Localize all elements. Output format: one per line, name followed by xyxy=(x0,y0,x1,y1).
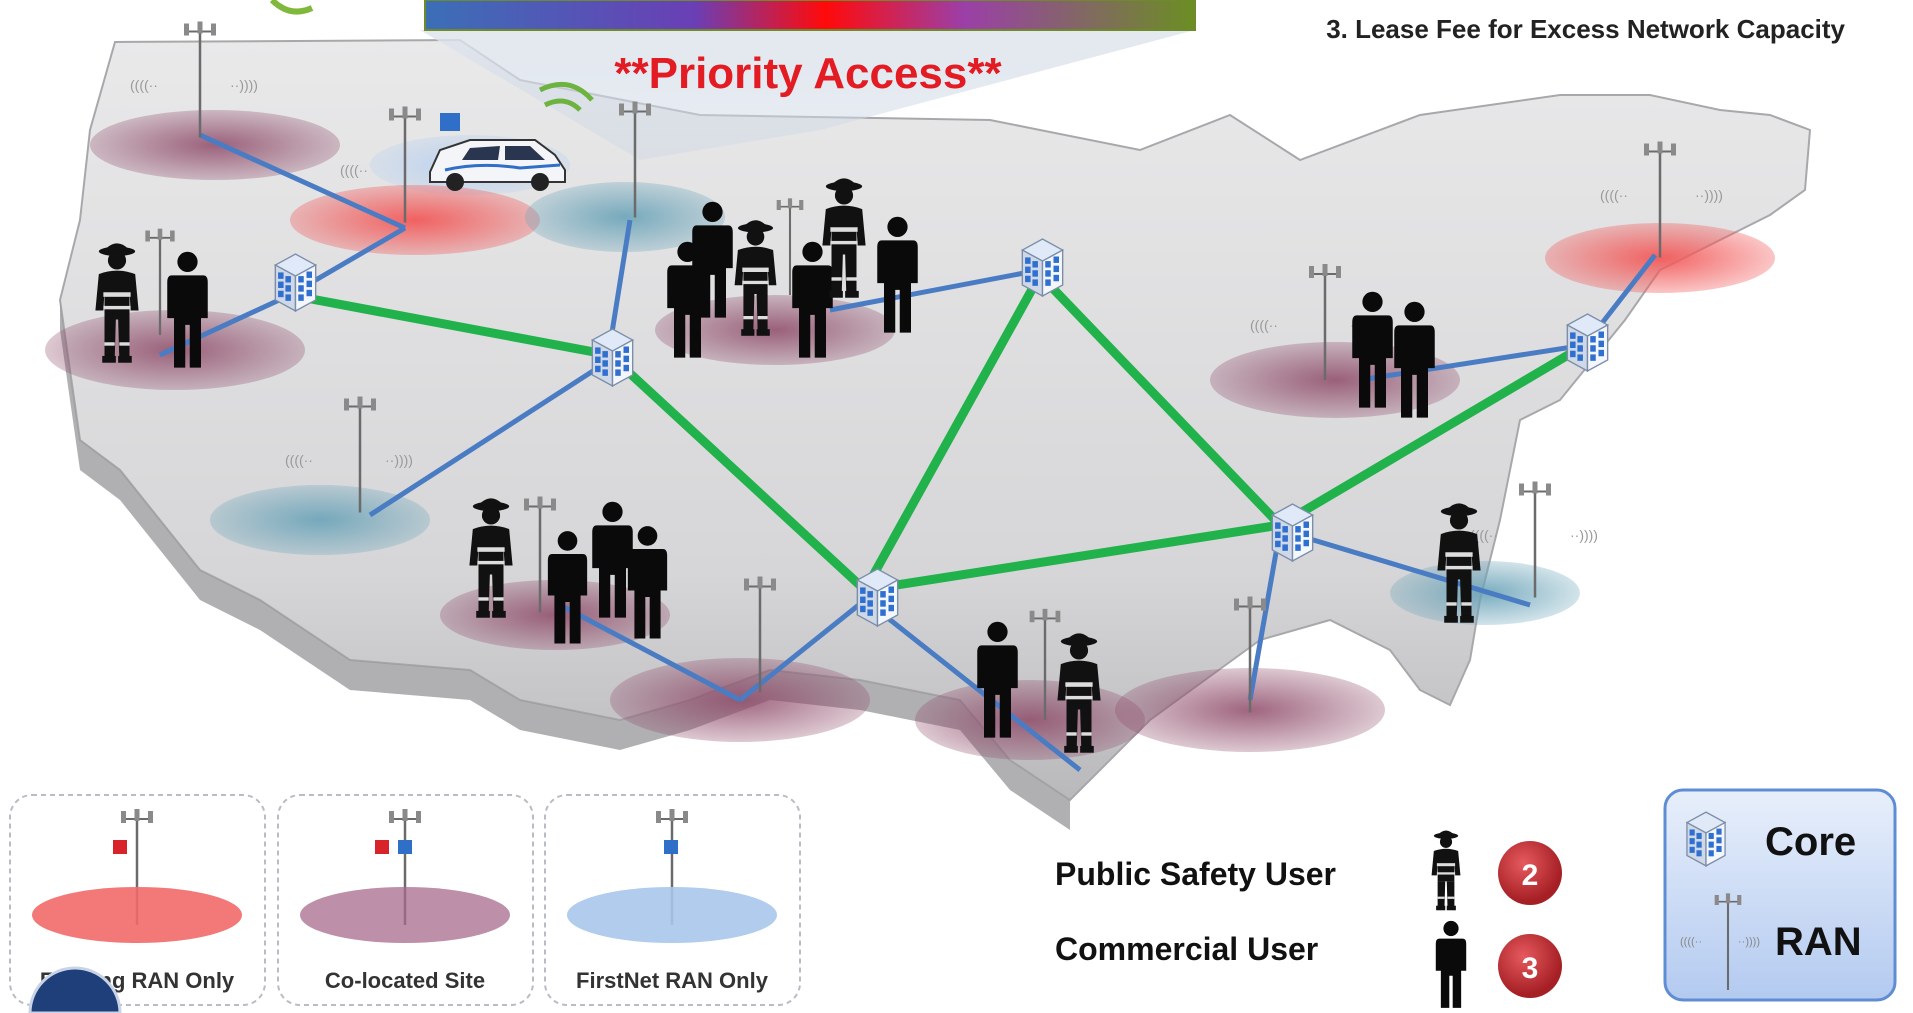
firefighter-icon xyxy=(1431,830,1461,911)
core-ran-key: Core ((((·· ··)))) RAN xyxy=(1663,788,1897,1002)
legend-firstnet: FirstNet RAN Only xyxy=(544,794,801,1006)
coverage-teal xyxy=(210,485,430,555)
building-icon xyxy=(1566,313,1609,372)
building-icon xyxy=(1271,503,1314,562)
building-icon xyxy=(1021,238,1064,297)
coverage-teal xyxy=(525,182,725,252)
badge-commercial-value: 3 xyxy=(1522,952,1539,985)
police-car-icon xyxy=(429,81,594,191)
commercial-label: Commercial User xyxy=(1055,931,1318,967)
building-icon xyxy=(856,568,899,627)
user-legend: Public Safety User 2 Commercial User 3 xyxy=(1055,830,1562,1008)
svg-text:((((··: ((((·· xyxy=(340,162,368,178)
priority-gradient-bar xyxy=(424,0,1196,31)
green-arc-icon xyxy=(269,0,314,15)
signal-waves: ((((·· ··)))) ((((·· ··)))) ((((·· ··)))… xyxy=(130,77,1723,543)
badge-commercial xyxy=(1498,934,1562,998)
svg-text:··)))): ··)))) xyxy=(385,452,413,468)
svg-text:··)))): ··)))) xyxy=(1570,527,1598,543)
legend-caption-colocated: Co-located Site xyxy=(325,968,485,993)
firstnet-square-icon xyxy=(398,840,412,854)
existing-square-icon xyxy=(375,840,389,854)
core-label: Core xyxy=(1765,820,1856,864)
signal-waves-icon: ··)))) xyxy=(1738,936,1760,948)
core-backbone xyxy=(289,271,1588,595)
person-icon xyxy=(1435,920,1467,1008)
svg-text:((((··: ((((·· xyxy=(1600,187,1628,203)
coverage-colocated xyxy=(90,110,340,180)
svg-text:··)))): ··)))) xyxy=(1695,187,1723,203)
signal-waves-icon: ((((·· xyxy=(1680,936,1702,948)
priority-access-beam xyxy=(420,30,1195,160)
lease-fee-line: 3. Lease Fee for Excess Network Capacity xyxy=(1326,14,1845,44)
badge-public-safety-value: 2 xyxy=(1522,859,1539,892)
legend-caption-firstnet: FirstNet RAN Only xyxy=(576,968,769,993)
svg-text:((((··: ((((·· xyxy=(285,452,313,468)
badge-public-safety xyxy=(1498,841,1562,905)
existing-square-icon xyxy=(113,840,127,854)
seal-logo xyxy=(28,966,122,1013)
legend-colocated: Co-located Site xyxy=(277,794,534,1006)
firstnet-square-icon xyxy=(664,840,678,854)
coverage-existing xyxy=(1545,223,1775,293)
building-icon xyxy=(274,253,317,312)
building-icon xyxy=(591,328,634,387)
svg-text:··)))): ··)))) xyxy=(230,77,258,93)
svg-text:((((··: ((((·· xyxy=(130,77,158,93)
ran-label: RAN xyxy=(1775,920,1862,964)
priority-access-title: **Priority Access** xyxy=(614,49,1002,98)
coverage-colocated xyxy=(915,680,1145,760)
svg-text:((((··: ((((·· xyxy=(1250,317,1278,333)
legend-existing-ran: Existing RAN Only xyxy=(9,794,266,1006)
public-safety-label: Public Safety User xyxy=(1055,856,1336,892)
building-icon xyxy=(1686,811,1726,867)
